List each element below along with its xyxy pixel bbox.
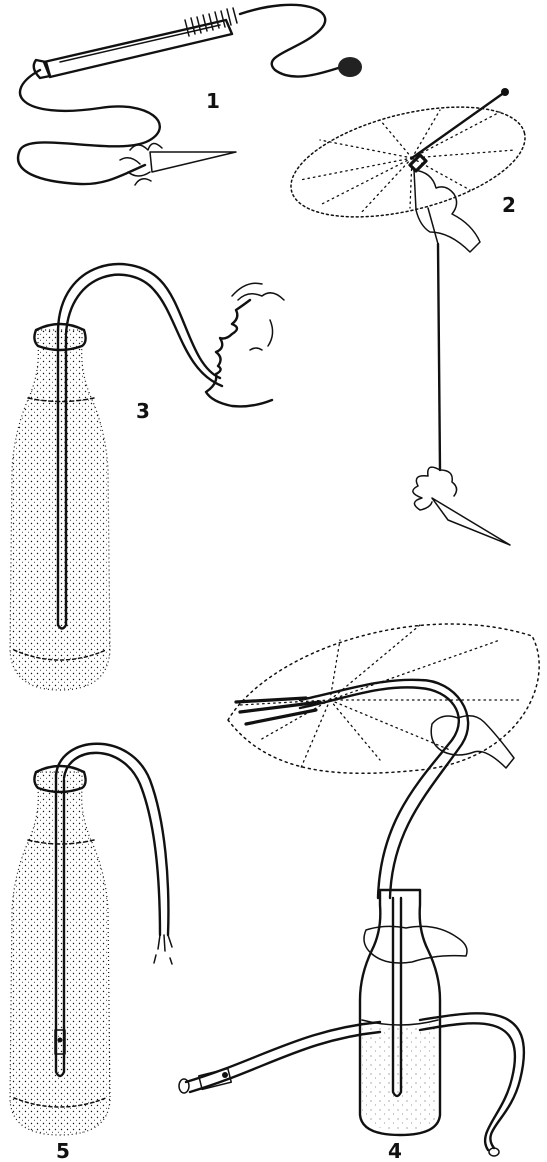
device-cord bbox=[240, 5, 345, 77]
child-eye bbox=[250, 348, 262, 350]
child-face bbox=[206, 300, 272, 406]
hose-4 bbox=[300, 687, 459, 898]
panel-4-bottle-sprayer: 4 bbox=[179, 624, 539, 1162]
bottle-3 bbox=[10, 330, 110, 690]
drip-5 bbox=[154, 935, 172, 964]
child-hair bbox=[232, 283, 284, 300]
panel-label-2: 2 bbox=[502, 193, 516, 217]
arching-tube-3 bbox=[58, 264, 220, 378]
panel-2-spray-disk: 2 bbox=[280, 86, 536, 545]
panel-5-bottle-siphon: 5 bbox=[10, 744, 172, 1162]
carrot-leaves-2 bbox=[413, 467, 457, 510]
hand-4 bbox=[431, 716, 514, 768]
panel-label-3: 3 bbox=[136, 399, 150, 423]
panel-label-5: 5 bbox=[56, 1139, 70, 1162]
spray-rays bbox=[300, 110, 515, 214]
hand bbox=[414, 170, 480, 252]
child-ear bbox=[268, 320, 273, 346]
carrot-leaves bbox=[120, 143, 162, 185]
panel-label-1: 1 bbox=[206, 89, 220, 113]
carrot-tip bbox=[150, 152, 236, 172]
device-weight bbox=[338, 57, 362, 77]
device-tube-loop bbox=[18, 70, 160, 184]
side-hose-4 bbox=[186, 1013, 524, 1148]
panel-label-4: 4 bbox=[388, 1139, 402, 1162]
panel-3-bottle-and-child: 3 bbox=[10, 264, 284, 690]
bottle-5 bbox=[10, 772, 110, 1135]
hanging-cord bbox=[438, 244, 440, 470]
hanging-carrot bbox=[432, 498, 510, 545]
spray-rays-4 bbox=[240, 625, 520, 770]
panel-1-device: 1 bbox=[18, 5, 362, 185]
